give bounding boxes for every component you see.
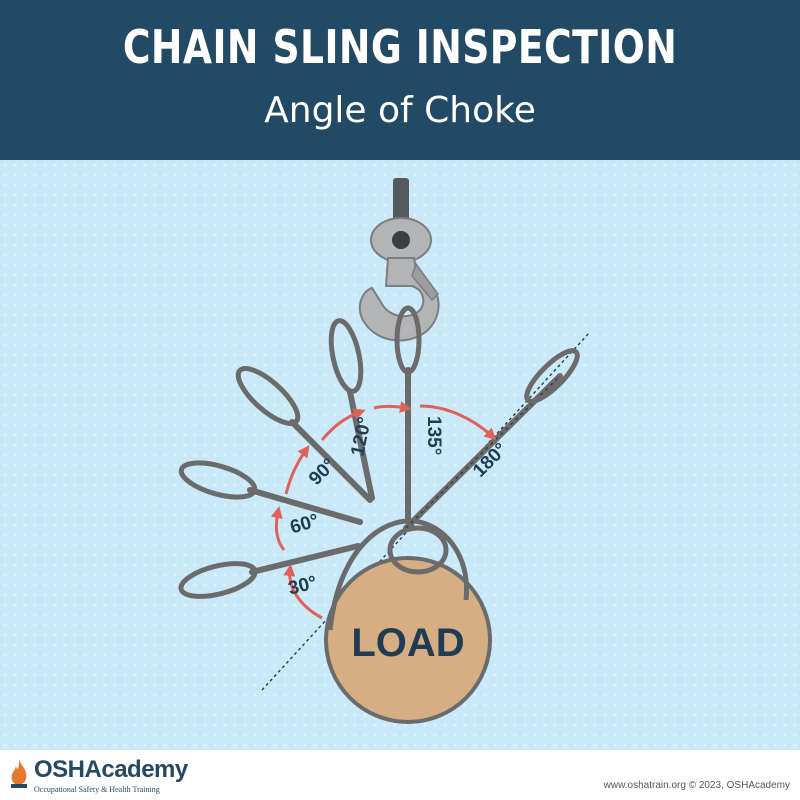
arrow-120: [320, 408, 366, 441]
logo-name: OSHAcademy: [34, 756, 188, 783]
sling-30: [178, 543, 361, 599]
choke-eye: [387, 525, 449, 575]
arrow-30: [283, 564, 323, 620]
arrow-135: [373, 401, 412, 413]
angle-label-135: 135°: [423, 416, 444, 455]
load-label: LOAD: [351, 621, 464, 665]
page-title: CHAIN SLING INSPECTION: [122, 20, 678, 74]
sling-90: [235, 366, 373, 503]
oshacademy-logo: OSHAcademy Occupational Safety & Health …: [8, 756, 188, 796]
choke-angle-diagram: LOAD: [0, 160, 800, 750]
load-circle: [324, 556, 492, 724]
logo-tagline: Occupational Safety & Health Training: [34, 785, 160, 794]
sling-60: [178, 460, 363, 525]
arrow-180: [419, 404, 497, 441]
sling-135: [394, 305, 422, 521]
credit-text: www.oshatrain.org © 2023, OSHAcademy: [603, 780, 790, 791]
arrow-90: [284, 445, 310, 495]
flame-icon: [11, 760, 27, 788]
page-subtitle: Angle of Choke: [264, 90, 536, 131]
arrow-60: [270, 506, 286, 551]
footer: OSHAcademy Occupational Safety & Health …: [0, 750, 800, 800]
diagram-area: LOAD: [0, 160, 800, 750]
header-banner: CHAIN SLING INSPECTION Angle of Choke: [0, 0, 800, 160]
sling-180: [403, 348, 580, 531]
